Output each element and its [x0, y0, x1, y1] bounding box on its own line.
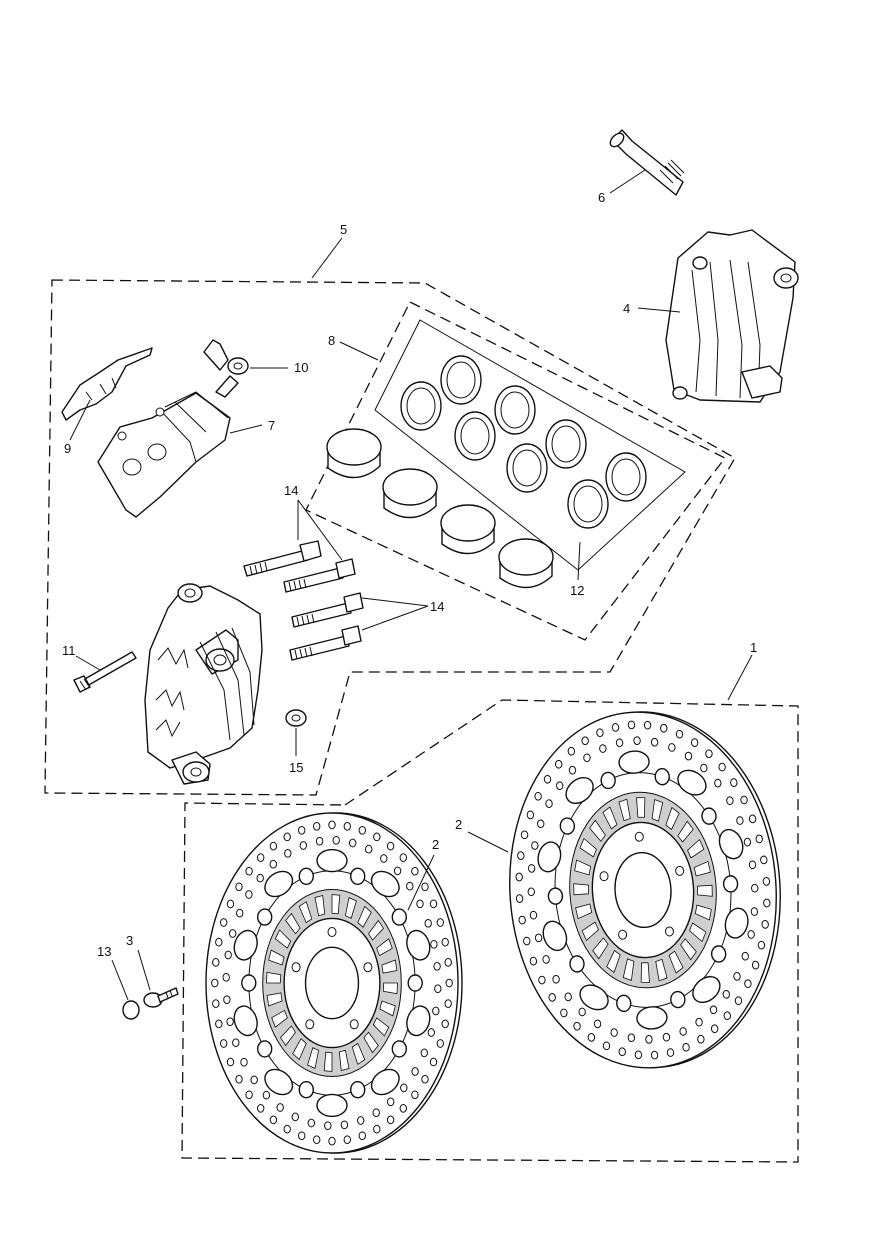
callout-4: 4 — [623, 301, 630, 316]
bleed-fitting-part-10 — [203, 339, 249, 398]
callout-13: 13 — [97, 944, 111, 959]
callout-14-lower: 14 — [430, 599, 444, 614]
piston-set — [326, 428, 554, 589]
leader-lines — [69, 169, 753, 1001]
callout-12: 12 — [570, 583, 584, 598]
callout-2-left: 2 — [432, 837, 439, 852]
caliper-assembly — [144, 583, 263, 785]
seal-set — [400, 355, 647, 529]
callout-8: 8 — [328, 333, 335, 348]
callout-labels: 1 2 2 3 4 5 6 7 8 9 10 11 12 13 14 14 15 — [62, 190, 757, 959]
kit-8-outline — [305, 301, 726, 641]
shim-part-9 — [61, 347, 153, 421]
brake-disc-right — [509, 711, 781, 1069]
callout-5: 5 — [340, 222, 347, 237]
callout-2-right: 2 — [455, 817, 462, 832]
callout-7: 7 — [268, 418, 275, 433]
callout-11: 11 — [62, 643, 76, 658]
kit-1-outline — [181, 699, 799, 1163]
caliper-bolt-part-6 — [609, 129, 685, 196]
caliper-part-4 — [665, 229, 799, 403]
disc-bolt-part-3 — [143, 987, 179, 1008]
pad-pin-part-11 — [73, 651, 137, 693]
callout-9: 9 — [64, 441, 71, 456]
pad-spring-part-7 — [97, 391, 231, 518]
brake-disc-left — [205, 812, 463, 1154]
callout-1: 1 — [750, 640, 757, 655]
bolt-set-part-14 — [243, 540, 364, 661]
washer-part-15 — [285, 709, 307, 727]
kit-8-inner-outline — [374, 319, 686, 571]
callout-14-upper: 14 — [284, 483, 298, 498]
kit-5-outline — [44, 279, 736, 796]
callout-10: 10 — [294, 360, 308, 375]
callout-6: 6 — [598, 190, 605, 205]
callout-3: 3 — [126, 933, 133, 948]
callout-15: 15 — [289, 760, 303, 775]
cap-part-13 — [122, 1000, 140, 1020]
